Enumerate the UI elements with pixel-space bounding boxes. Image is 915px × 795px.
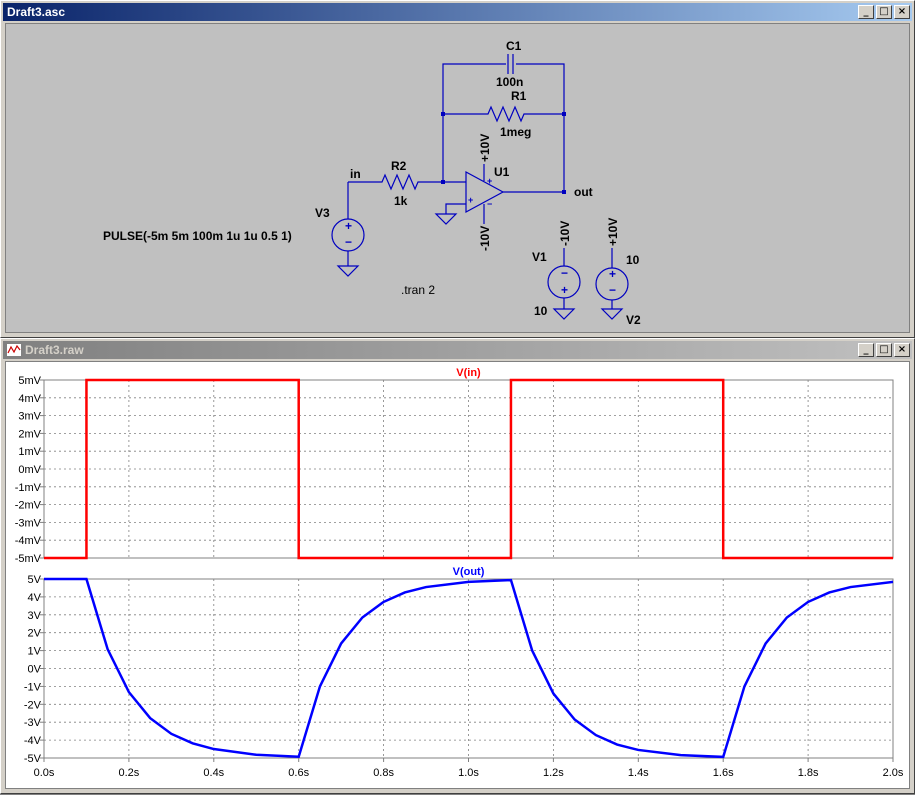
v3-value: PULSE(-5m 5m 100m 1u 1u 0.5 1) xyxy=(103,229,292,243)
r2-resistor xyxy=(348,175,466,189)
y-tick-label: -5V xyxy=(24,753,42,765)
x-tick-label: 0.2s xyxy=(119,767,140,779)
v2-value: 10 xyxy=(626,253,640,267)
y-tick-label: 3V xyxy=(28,610,42,622)
net-out-label: out xyxy=(574,185,593,199)
r2-value: 1k xyxy=(394,194,408,208)
svg-text:+: + xyxy=(609,267,616,281)
u1-supply-neg: -10V xyxy=(478,226,492,251)
svg-text:−: − xyxy=(609,283,616,297)
y-tick-label: -5mV xyxy=(15,553,42,565)
ground-symbol xyxy=(554,309,574,319)
y-tick-label: 1mV xyxy=(18,446,41,458)
y-tick-label: 2V xyxy=(28,628,42,640)
u1-name: U1 xyxy=(494,165,510,179)
schematic-titlebar[interactable]: Draft3.asc _ □ × xyxy=(3,3,912,21)
x-tick-label: 0.6s xyxy=(288,767,309,779)
x-tick-label: 1.8s xyxy=(798,767,819,779)
net-in-label: in xyxy=(350,167,361,181)
plot-title: Draft3.raw xyxy=(25,343,84,357)
v1-value: 10 xyxy=(534,304,548,318)
y-tick-label: 4mV xyxy=(18,393,41,405)
schematic-title: Draft3.asc xyxy=(7,5,65,19)
v1-label: -10V xyxy=(558,221,572,246)
y-tick-label: -4mV xyxy=(15,535,42,547)
x-tick-label: 1.0s xyxy=(458,767,479,779)
maximize-button[interactable]: □ xyxy=(876,5,892,19)
x-tick-label: 1.2s xyxy=(543,767,564,779)
schematic-drawing: +− −+ +− + + − C1 100n R1 1meg R2 1k in … xyxy=(6,24,911,334)
x-tick-label: 0.8s xyxy=(373,767,394,779)
x-tick-label: 1.4s xyxy=(628,767,649,779)
y-tick-label: -1V xyxy=(24,681,42,693)
y-tick-label: -2V xyxy=(24,699,42,711)
y-tick-label: 4V xyxy=(28,592,42,604)
svg-text:+: + xyxy=(468,195,473,205)
v2-label: +10V xyxy=(606,218,620,246)
schematic-canvas[interactable]: +− −+ +− + + − C1 100n R1 1meg R2 1k in … xyxy=(5,23,910,333)
svg-text:−: − xyxy=(487,199,492,209)
wire xyxy=(446,204,466,214)
ground-symbol xyxy=(338,266,358,276)
close-button[interactable]: × xyxy=(894,5,910,19)
waveform-plot: 5mV 4mV 3mV 2mV 1mV 0mV -1mV -2mV -3mV -4mV -5mV V(… xyxy=(6,362,911,790)
v2-name: V2 xyxy=(626,313,641,327)
y-tick-label: -1mV xyxy=(15,482,42,494)
y-tick-label: -2mV xyxy=(15,500,42,512)
trace-label: V(out) xyxy=(453,566,485,578)
c1-name: C1 xyxy=(506,39,522,53)
y-tick-label: -3V xyxy=(24,717,42,729)
svg-text:+: + xyxy=(561,283,568,297)
x-tick-label: 0.4s xyxy=(203,767,224,779)
tran-directive: .tran 2 xyxy=(401,283,435,297)
y-tick-label: 5V xyxy=(28,574,42,586)
y-tick-label: 0V xyxy=(28,664,42,676)
x-tick-label: 1.6s xyxy=(713,767,734,779)
svg-text:+: + xyxy=(345,219,352,233)
svg-text:−: − xyxy=(345,235,352,249)
minimize-button[interactable]: _ xyxy=(858,343,874,357)
minimize-button[interactable]: _ xyxy=(858,5,874,19)
plot-canvas[interactable]: 5mV 4mV 3mV 2mV 1mV 0mV -1mV -2mV -3mV -4mV -5mV V(… xyxy=(5,361,910,789)
svg-text:−: − xyxy=(561,266,568,280)
r1-value: 1meg xyxy=(500,125,531,139)
ground-symbol xyxy=(602,309,622,319)
svg-text:+: + xyxy=(487,176,492,186)
y-tick-label: -4V xyxy=(24,735,42,747)
close-button[interactable]: × xyxy=(894,343,910,357)
x-tick-label: 2.0s xyxy=(883,767,904,779)
maximize-button[interactable]: □ xyxy=(876,343,892,357)
c1-value: 100n xyxy=(496,75,523,89)
y-tick-label: 1V xyxy=(28,646,42,658)
v1-name: V1 xyxy=(532,250,547,264)
y-tick-label: 2mV xyxy=(18,428,41,440)
schematic-window[interactable]: Draft3.asc _ □ × xyxy=(0,0,915,338)
waveform-icon xyxy=(7,344,21,356)
u1-supply-pos: +10V xyxy=(478,134,492,162)
y-tick-label: -3mV xyxy=(15,517,42,529)
x-tick-label: 0.0s xyxy=(34,767,55,779)
plot-window[interactable]: Draft3.raw _ □ × 5mV 4mV 3mV 2mV 1mV 0mV -1mV -… xyxy=(0,338,915,794)
c1-capacitor xyxy=(508,54,513,74)
v3-name: V3 xyxy=(315,206,330,220)
y-tick-label: 0mV xyxy=(18,464,41,476)
r1-name: R1 xyxy=(511,89,527,103)
plot-titlebar[interactable]: Draft3.raw _ □ × xyxy=(3,341,912,359)
r1-resistor xyxy=(484,107,534,121)
r2-name: R2 xyxy=(391,159,407,173)
ground-symbol xyxy=(436,214,456,224)
trace-label: V(in) xyxy=(456,367,481,379)
y-tick-label: 3mV xyxy=(18,411,41,423)
y-tick-label: 5mV xyxy=(18,375,41,387)
